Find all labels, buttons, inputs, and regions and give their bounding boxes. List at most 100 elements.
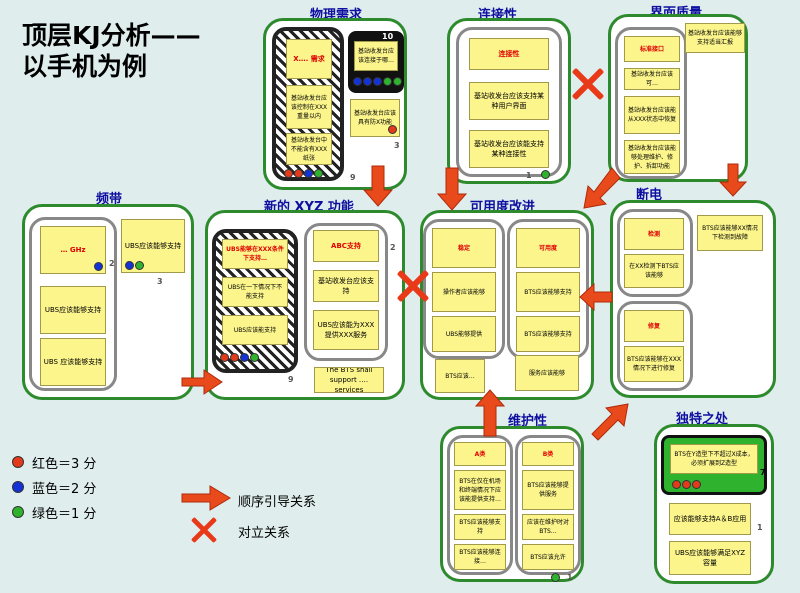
red-dot bbox=[692, 480, 701, 489]
legend-cross-icon bbox=[190, 516, 219, 545]
subgroup: 检测 在XX检测下BTS应该能够 bbox=[617, 209, 693, 297]
blue-dot bbox=[353, 77, 362, 86]
group-xyz: UBS能够在XXX条件下支持… UBS在一下情况下不能支持 UBS应该能支持 9… bbox=[205, 210, 405, 400]
title-line-1: 顶层KJ分析—— bbox=[22, 21, 201, 50]
card: B类 bbox=[522, 442, 574, 466]
card: 基站收发台应该连接于哪… bbox=[354, 41, 398, 71]
legend-arrow-icon bbox=[181, 485, 231, 511]
legend-blue: 蓝色＝2 分 bbox=[32, 482, 97, 497]
score-number: 1 bbox=[757, 523, 763, 532]
card: UBS应该能为XXX提供XXX服务 bbox=[313, 310, 379, 350]
arrow-icon bbox=[474, 389, 506, 437]
card: 服务应该能够 bbox=[515, 355, 579, 391]
card: The BTS shall support …. services bbox=[314, 367, 384, 393]
dark-subgroup: BTS在Y造型下不超过X成本，必须扩展到Z造型 7 bbox=[661, 435, 767, 495]
subgroup: 修复 BTS应该能够在XXX情况下进行修复 bbox=[617, 301, 693, 391]
score-number: 1 bbox=[526, 171, 532, 180]
card: 应该在维护时对BTS… bbox=[522, 514, 574, 540]
card: 在XX检测下BTS应该能够 bbox=[624, 254, 684, 288]
card: 可用度 bbox=[516, 228, 580, 268]
card: 基站收发台应该能够支持适当汇报 bbox=[685, 23, 745, 53]
card: 应该能够支持A＆B应用 bbox=[669, 503, 751, 535]
green-dot bbox=[551, 573, 560, 582]
score-number: 1 bbox=[567, 573, 573, 582]
card: UBS应该能够支持 bbox=[40, 286, 106, 334]
hatch-subgroup: UBS能够在XXX条件下支持… UBS在一下情况下不能支持 UBS应该能支持 bbox=[212, 229, 298, 373]
card: A类 bbox=[454, 442, 506, 466]
legend-green-dot bbox=[12, 506, 24, 518]
card: 操作者应该能够 bbox=[432, 272, 496, 312]
arrow-icon bbox=[181, 369, 223, 395]
red-dot bbox=[294, 169, 303, 178]
blue-dot bbox=[304, 169, 313, 178]
legend-red-dot bbox=[12, 456, 24, 468]
card: BTS应该能够支持 bbox=[516, 316, 580, 352]
card: 基站收发台应该支持某种用户界面 bbox=[469, 82, 549, 120]
card: UBS 应该能够支持 bbox=[40, 338, 106, 386]
card: 基站收发台应该能从XXX状态中恢复 bbox=[624, 96, 680, 134]
subgroup: 可用度 BTS应该能够支持 BTS应该能够支持 bbox=[507, 219, 589, 359]
score-number: 2 bbox=[109, 259, 115, 268]
score-number: 9 bbox=[288, 375, 294, 384]
card: 基站收发台中不能含有XXX纸张 bbox=[286, 133, 332, 165]
card: 修复 bbox=[624, 310, 684, 342]
legend-green: 绿色＝1 分 bbox=[32, 507, 97, 522]
score-number: 9 bbox=[350, 173, 356, 182]
blue-dot bbox=[240, 353, 249, 362]
group-connectivity: 连接性 基站收发台应该支持某种用户界面 基站收发台应该能支持某种连接性 1 bbox=[447, 18, 571, 184]
blue-dot bbox=[125, 261, 134, 270]
red-dot bbox=[388, 125, 397, 134]
subgroup: 标准接口 基站收发台应该可… 基站收发台应该能从XXX状态中恢复 基站收发台应该… bbox=[615, 27, 687, 179]
card: 基站收发台应该控制在XXX重量以内 bbox=[286, 85, 332, 129]
group-band: … GHz UBS应该能够支持 UBS 应该能够支持 2 UBS应该能够支持 3 bbox=[22, 204, 194, 400]
card: 标准接口 bbox=[624, 36, 680, 62]
group-title-unique: 独特之处 bbox=[676, 412, 729, 427]
green-dot bbox=[135, 261, 144, 270]
legend-cross-label: 对立关系 bbox=[238, 526, 291, 541]
card: BTS应该能够支持 bbox=[454, 514, 506, 540]
red-dot bbox=[220, 353, 229, 362]
card: BTS应该允许 bbox=[522, 544, 574, 570]
card: BTS在Y造型下不超过X成本，必须扩展到Z造型 bbox=[670, 444, 758, 474]
score-number: 2 bbox=[390, 243, 396, 252]
score-number: 3 bbox=[394, 141, 400, 150]
page-title: 顶层KJ分析—— 以手机为例 bbox=[22, 20, 252, 82]
card: BTS应该能够支持 bbox=[516, 272, 580, 312]
red-dot bbox=[682, 480, 691, 489]
card: 基站收发台应该支持 bbox=[313, 270, 379, 302]
score-number: 7 bbox=[760, 468, 766, 477]
green-dot bbox=[314, 169, 323, 178]
hatch-subgroup: X…. 需求 基站收发台应该控制在XXX重量以内 基站收发台中不能含有XXX纸张 bbox=[272, 27, 344, 181]
group-outage: 检测 在XX检测下BTS应该能够 修复 BTS应该能够在XXX情况下进行修复 B… bbox=[610, 200, 776, 398]
card: BTS应该能够提供服务 bbox=[522, 470, 574, 510]
group-ui-quality: 标准接口 基站收发台应该可… 基站收发台应该能从XXX状态中恢复 基站收发台应该… bbox=[608, 14, 748, 182]
card: 稳定 bbox=[432, 228, 496, 268]
subgroup: 稳定 操作者应该能够 UBS能够提供 bbox=[423, 219, 505, 359]
green-dot bbox=[383, 77, 392, 86]
group-unique: BTS在Y造型下不超过X成本，必须扩展到Z造型 7 应该能够支持A＆B应用 1 … bbox=[654, 424, 774, 584]
group-maint: A类 BTS在仅在机场和终端情况下应该能提供支持… BTS应该能够支持 BTS应… bbox=[440, 426, 584, 582]
card: UBS应该能够满足XYZ容量 bbox=[669, 541, 751, 575]
blue-dot bbox=[373, 77, 382, 86]
card: 基站收发台应该可… bbox=[624, 68, 680, 90]
arrow-icon bbox=[579, 282, 613, 312]
score-number: 10 bbox=[382, 32, 394, 41]
legend-red: 红色＝3 分 bbox=[32, 457, 97, 472]
red-dot bbox=[672, 480, 681, 489]
card: 检测 bbox=[624, 218, 684, 250]
card: BTS在仅在机场和终端情况下应该能提供支持… bbox=[454, 470, 506, 510]
group-availability: 稳定 操作者应该能够 UBS能够提供 可用度 BTS应该能够支持 BTS应该能够… bbox=[420, 210, 594, 400]
group-title-maint: 维护性 bbox=[508, 414, 548, 429]
dark-subgroup: 基站收发台应该连接于哪… 10 bbox=[348, 31, 404, 93]
card: UBS应该能支持 bbox=[222, 315, 288, 345]
score-number: 3 bbox=[157, 277, 163, 286]
green-dot bbox=[541, 170, 550, 179]
subgroup: ABC支持 基站收发台应该支持 UBS应该能为XXX提供XXX服务 bbox=[304, 223, 388, 361]
card: X…. 需求 bbox=[286, 39, 332, 79]
card: ABC支持 bbox=[313, 230, 379, 262]
group-title-band: 频带 bbox=[96, 192, 123, 207]
card: UBS能够在XXX条件下支持… bbox=[222, 239, 288, 269]
arrow-icon bbox=[591, 403, 629, 441]
legend-arrow-label: 顺序引导关系 bbox=[238, 495, 317, 510]
